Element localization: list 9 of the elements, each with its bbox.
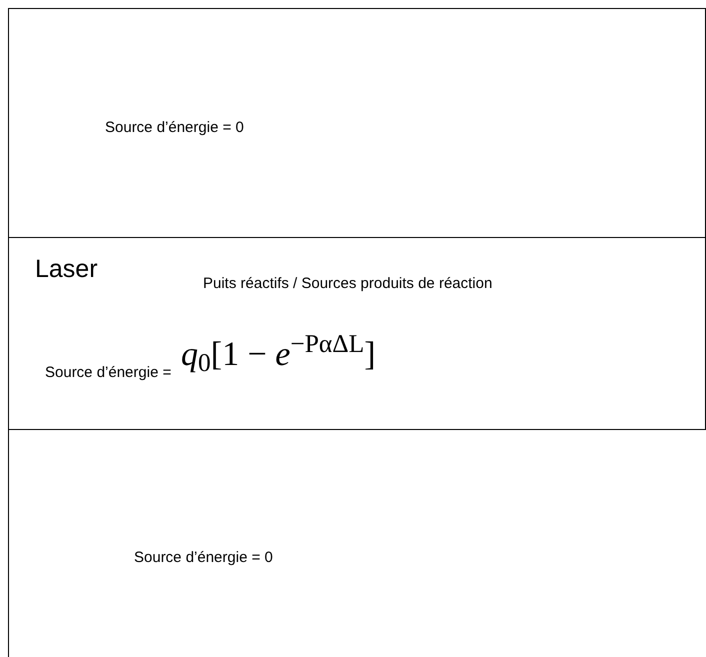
formula: q$_{0}$[1 − e$^{−PαΔL}$] [181,334,376,376]
text-label: Source d’énergie = 0 [105,119,244,138]
text-label: Source d’énergie = 0 [134,549,273,568]
band-region [8,237,706,429]
band-region [8,8,706,237]
band-region [8,429,706,657]
text-label: Puits réactifs / Sources produits de réaction [203,275,492,294]
text-label: Source d’énergie = [45,364,172,383]
text-label: Laser [35,254,98,285]
